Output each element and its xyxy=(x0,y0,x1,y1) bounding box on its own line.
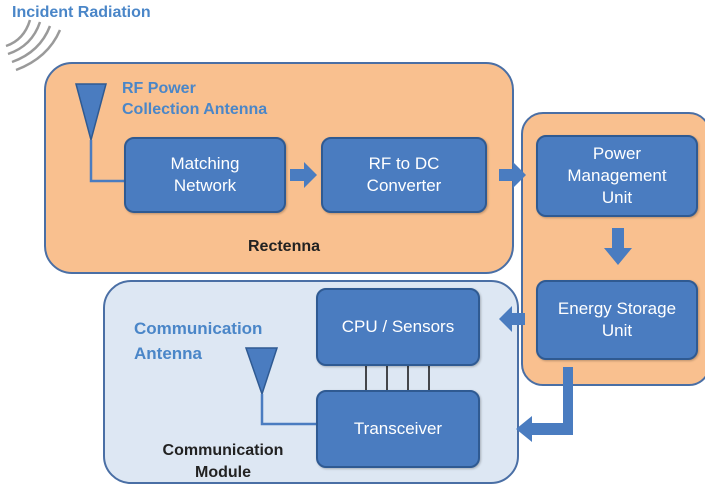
rf-antenna-label: RF Power Collection Antenna xyxy=(122,80,268,118)
communication-antenna-label: Communication Antenna xyxy=(134,319,263,363)
transceiver-box: Transceiver xyxy=(316,390,480,468)
rectenna-label: Rectenna xyxy=(247,238,321,255)
energy-storage-unit-box: Energy Storage Unit xyxy=(536,280,698,360)
cpu-sensors-box: CPU / Sensors xyxy=(316,288,480,366)
communication-module-label: Communication Module xyxy=(162,442,284,481)
communication-antenna-feed-line xyxy=(260,394,318,426)
power-management-unit-box: Power Management Unit xyxy=(536,135,698,217)
rf-antenna-feed-line xyxy=(89,140,124,183)
radiation-waves-icon xyxy=(5,19,62,72)
arrow-matching-to-converter xyxy=(290,162,317,188)
communication-antenna-icon xyxy=(244,347,279,397)
arrow-rectenna-to-power xyxy=(499,162,526,188)
rf-antenna-icon xyxy=(75,83,107,143)
matching-network-box: Matching Network xyxy=(124,137,286,213)
rf-to-dc-converter-box: RF to DC Converter xyxy=(321,137,487,213)
incident-radiation-title: Incident Radiation xyxy=(12,4,151,21)
arrow-power-to-cpu xyxy=(499,306,525,332)
arrow-storage-to-transceiver xyxy=(516,367,573,442)
arrow-pmu-to-storage xyxy=(604,228,632,265)
